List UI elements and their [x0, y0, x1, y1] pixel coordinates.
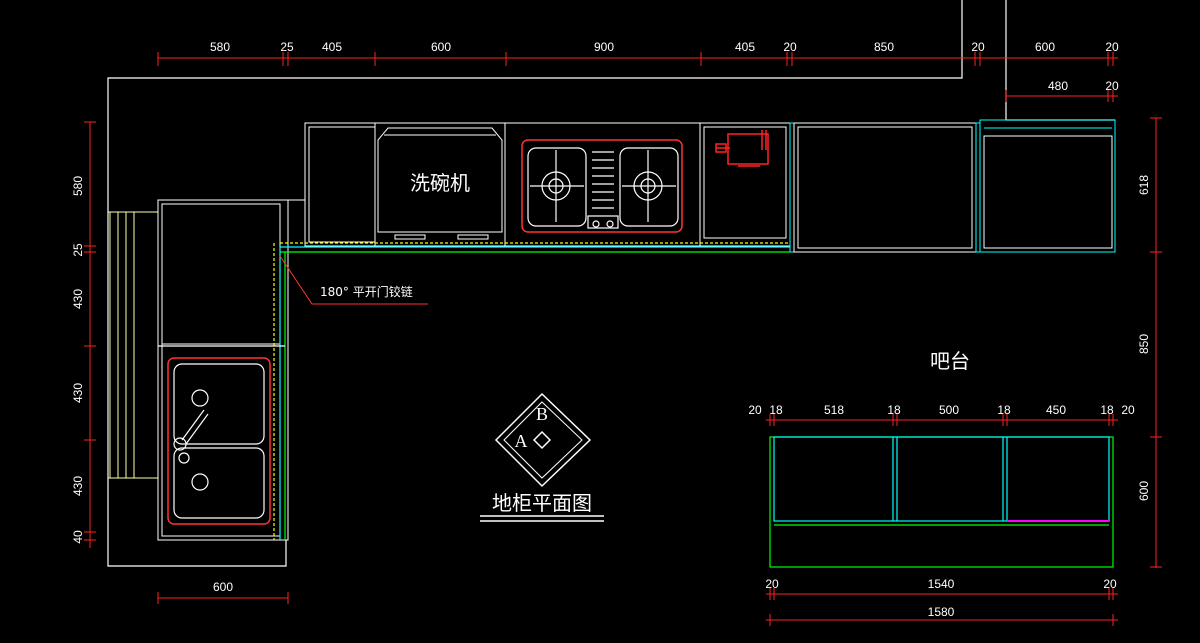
dimension-lines — [84, 52, 1162, 626]
dim-bar-top-1: 18 — [769, 403, 783, 417]
dim-left-1: 25 — [71, 243, 85, 257]
counter-front-lines — [158, 242, 790, 540]
dim-bar-top-7: 18 — [1100, 403, 1114, 417]
dim-bar-top-2: 518 — [824, 403, 844, 417]
bar-label: 吧台 — [930, 349, 970, 373]
dim-top-right-1: 20 — [1105, 79, 1119, 93]
dim-top-9: 600 — [1035, 40, 1055, 54]
hinge-leader — [279, 255, 428, 305]
section-marker-a: A — [515, 431, 528, 451]
hinge-note: 180° 平开门铰链 — [320, 284, 413, 299]
dim-bar-top-3: 18 — [887, 403, 901, 417]
dim-top-7: 850 — [874, 40, 894, 54]
dim-bar-top-8: 20 — [1121, 403, 1135, 417]
section-marker-icon — [494, 392, 592, 488]
dim-bar-bottom-0: 20 — [765, 577, 779, 591]
water-filter-icon — [715, 130, 769, 167]
dim-left-2: 430 — [71, 289, 85, 309]
dim-top-6: 20 — [783, 40, 797, 54]
dim-bar-top-6: 450 — [1046, 403, 1066, 417]
gas-stove-icon — [521, 139, 683, 233]
dim-bar-total: 1580 — [928, 605, 955, 619]
wall-outline — [107, 0, 1115, 567]
section-marker-b: B — [536, 404, 548, 424]
bar-counter — [769, 436, 1114, 568]
dishwasher-label: 洗碗机 — [410, 171, 470, 195]
dim-bar-top-5: 18 — [997, 403, 1011, 417]
title-underline — [480, 515, 604, 522]
dim-right-0: 618 — [1137, 175, 1151, 195]
dim-top-0: 580 — [210, 40, 230, 54]
dim-bar-bottom-1: 1540 — [928, 577, 955, 591]
dim-bar-bottom-2: 20 — [1103, 577, 1117, 591]
dim-top-10: 20 — [1105, 40, 1119, 54]
dim-bottom-left: 600 — [213, 580, 233, 594]
base-cabinets — [157, 122, 791, 541]
left-dimension-labels: 580 25 430 430 430 40 — [71, 176, 85, 544]
dim-top-4: 900 — [594, 40, 614, 54]
dim-left-4: 430 — [71, 476, 85, 496]
dim-right-2: 600 — [1137, 481, 1151, 501]
bar-dimension-labels: 20 18 518 18 500 18 450 18 20 20 1540 20… — [748, 403, 1135, 619]
dim-top-right-0: 480 — [1048, 79, 1068, 93]
dishwasher-icon — [377, 127, 503, 240]
dim-left-0: 580 — [71, 176, 85, 196]
dim-right-1: 850 — [1137, 334, 1151, 354]
top-dimension-labels: 580 25 405 600 900 405 20 850 20 600 20 … — [210, 40, 1119, 93]
dim-top-3: 600 — [431, 40, 451, 54]
dim-bar-top-0: 20 — [748, 403, 762, 417]
right-cabinets — [789, 119, 1116, 253]
dim-top-1: 25 — [280, 40, 294, 54]
sink-icon — [167, 357, 271, 525]
drawing-title: 地柜平面图 — [492, 491, 592, 515]
dim-bar-top-4: 500 — [939, 403, 959, 417]
dim-top-5: 405 — [735, 40, 755, 54]
dim-left-3: 430 — [71, 383, 85, 403]
dim-left-5: 40 — [71, 530, 85, 544]
dim-top-8: 20 — [971, 40, 985, 54]
left-counter-hatch — [108, 211, 158, 479]
dim-top-2: 405 — [322, 40, 342, 54]
right-dimension-labels: 618 850 600 — [1137, 175, 1151, 501]
